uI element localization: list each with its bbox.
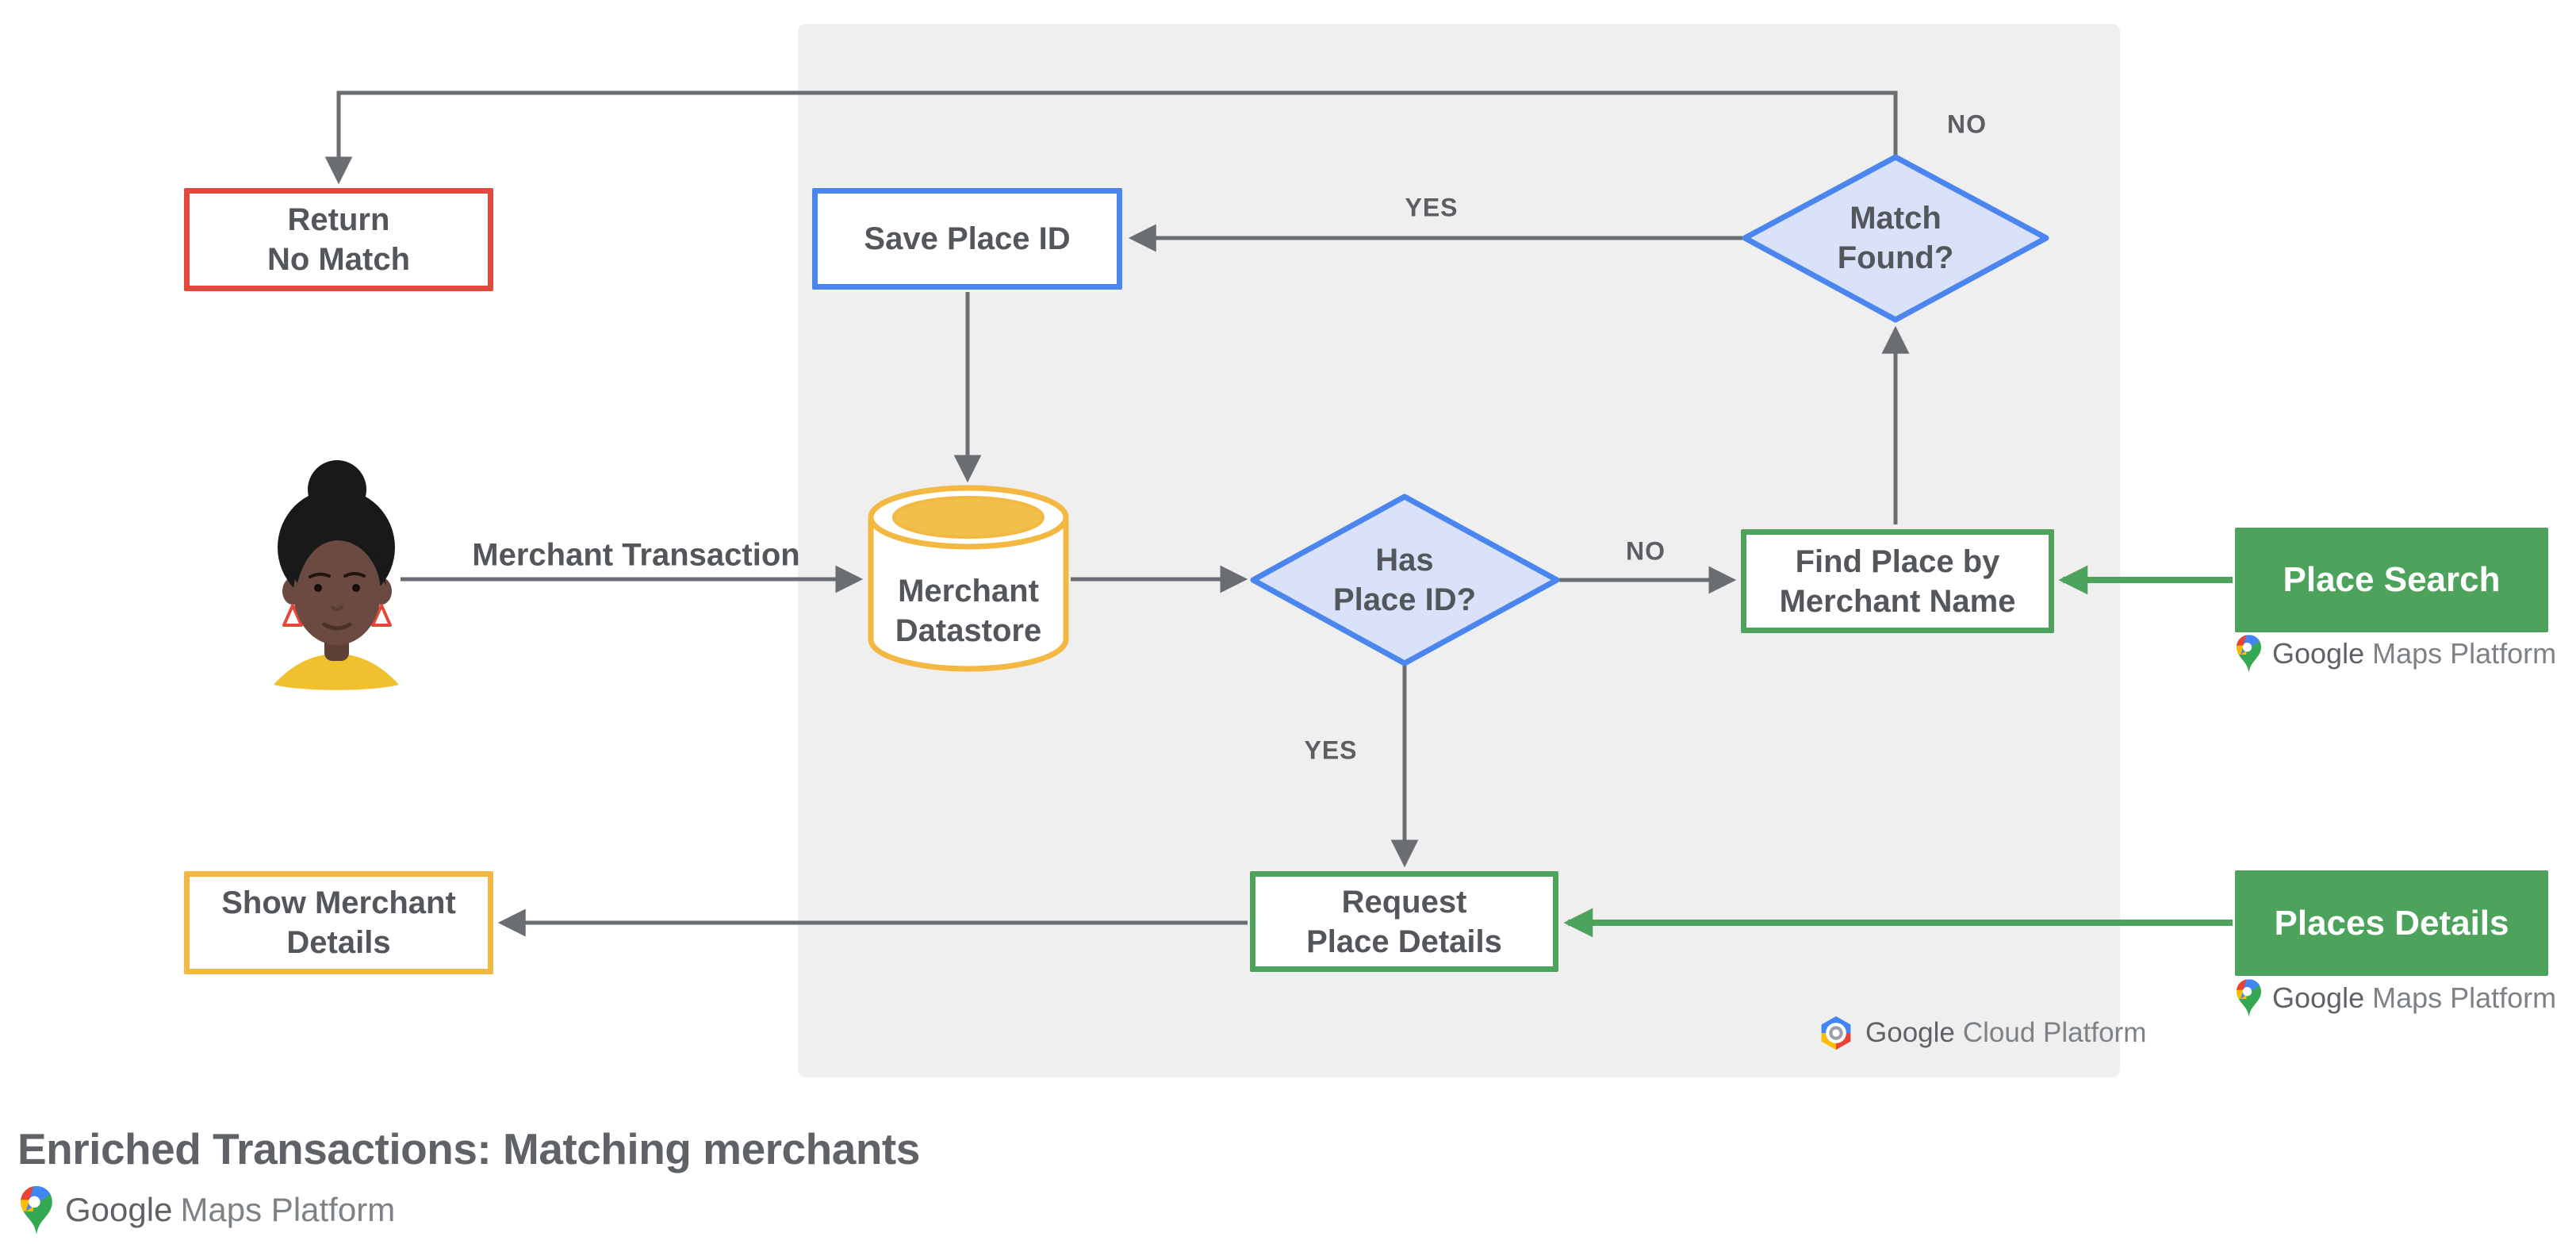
node-request-place-details: Request Place Details — [1250, 871, 1558, 972]
node-places-details-api: Places Details — [2235, 870, 2548, 976]
merchant-transaction-edge-label: Merchant Transaction — [472, 537, 800, 573]
google-cloud-hexagon-icon — [1821, 1016, 1851, 1050]
has-place-id-diamond — [1250, 494, 1560, 666]
match-found-yes-label: YES — [1405, 193, 1459, 222]
node-place-search-api: Place Search — [2235, 528, 2548, 632]
has-place-id-yes-label: YES — [1304, 735, 1358, 765]
match-found-no-label: NO — [1947, 109, 1987, 139]
maps-pin-icon — [2237, 979, 2261, 1017]
node-find-place-by-merchant-name: Find Place by Merchant Name — [1741, 529, 2054, 633]
match-found-diamond — [1742, 154, 2049, 323]
merchant-datastore-cylinder — [868, 485, 1069, 672]
node-return-no-match: Return No Match — [184, 188, 493, 291]
diagram-title: Enriched Transactions: Matching merchant… — [17, 1124, 920, 1173]
maps-pin-icon — [2237, 635, 2261, 673]
node-save-place-id: Save Place ID — [812, 188, 1122, 290]
has-place-id-no-label: NO — [1626, 536, 1666, 566]
user-avatar — [274, 460, 399, 690]
node-show-merchant-details: Show Merchant Details — [184, 871, 493, 974]
edge-matchfound-no-to-return — [324, 90, 1898, 185]
maps-pin-icon — [21, 1185, 52, 1235]
